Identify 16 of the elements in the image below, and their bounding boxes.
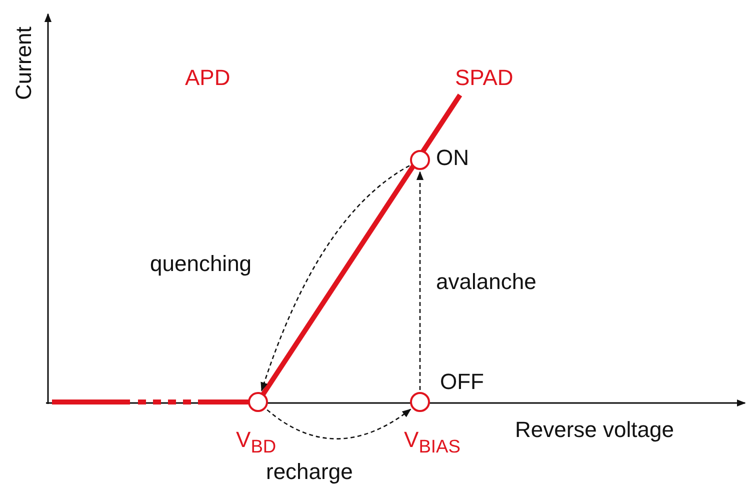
voltage-label: V$_{BIAS}$ (404, 428, 460, 457)
state-circle (248, 392, 268, 412)
state-circle (410, 150, 430, 170)
region-label: APD (185, 66, 230, 90)
arrow (416, 171, 424, 390)
state-label: ON (436, 146, 469, 170)
voltage-label: V$_{BD}$ (236, 428, 276, 457)
axis-title: Reverse voltage (515, 418, 674, 442)
arrow (266, 408, 412, 440)
state-label: OFF (440, 370, 484, 394)
region-label: SPAD (455, 66, 514, 90)
arrow (260, 165, 410, 392)
edge-label: quenching (150, 252, 252, 276)
edge-label: recharge (266, 460, 353, 484)
state-circle (410, 392, 430, 412)
axis-title: Current (12, 26, 36, 100)
